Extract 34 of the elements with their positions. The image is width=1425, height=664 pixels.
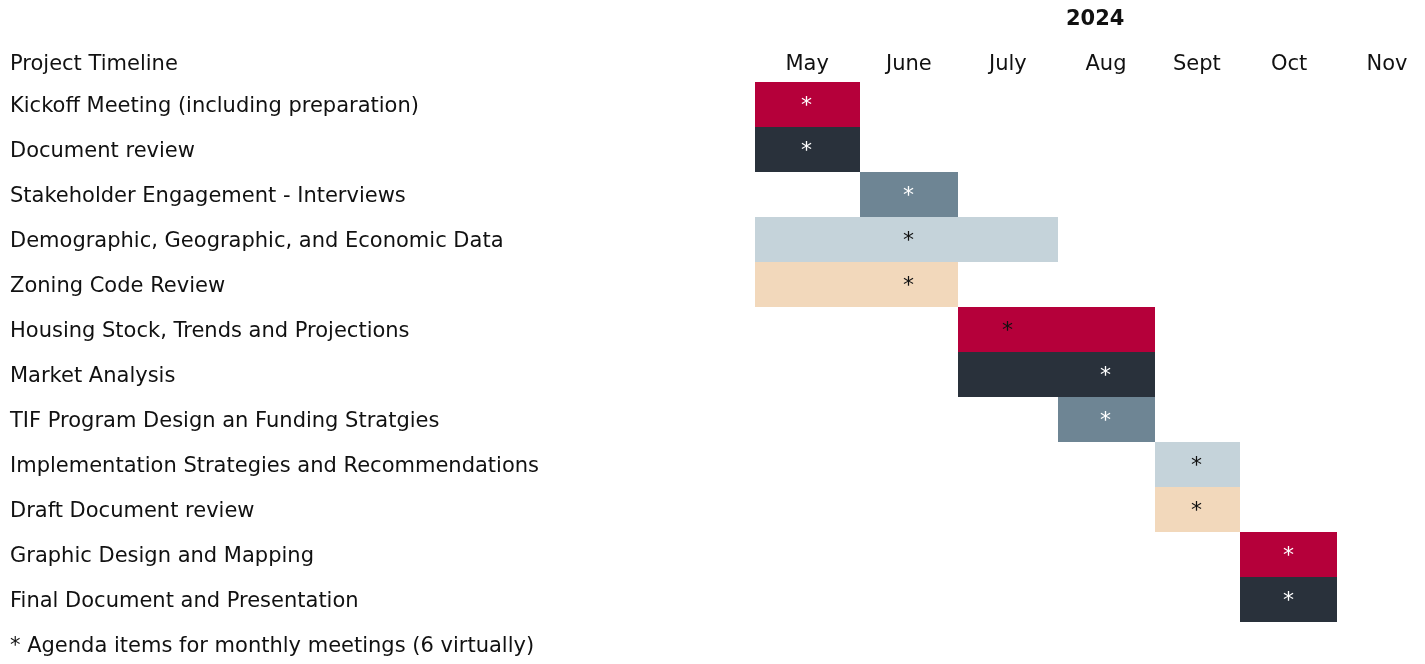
month-label: Nov <box>1366 50 1408 76</box>
gantt-bar: * <box>755 217 1058 262</box>
month-label: Oct <box>1271 50 1308 76</box>
gantt-bar: * <box>1240 577 1337 622</box>
task-label: Demographic, Geographic, and Economic Data <box>10 227 504 253</box>
task-label: TIF Program Design an Funding Stratgies <box>10 407 440 433</box>
task-label: Kickoff Meeting (including preparation) <box>10 92 419 118</box>
gantt-bar: * <box>755 262 958 307</box>
month-label: Aug <box>1085 50 1127 76</box>
task-label: Document review <box>10 137 195 163</box>
month-label: July <box>989 50 1027 76</box>
month-label: Sept <box>1173 50 1221 76</box>
task-label: Draft Document review <box>10 497 255 523</box>
gantt-bar: * <box>1155 487 1240 532</box>
footnote: * Agenda items for monthly meetings (6 virtually) <box>10 632 535 658</box>
month-label: June <box>886 50 932 76</box>
gantt-bar: * <box>958 307 1155 352</box>
gantt-bar: * <box>1155 442 1240 487</box>
task-label: Implementation Strategies and Recommendations <box>10 452 539 478</box>
gantt-bar: * <box>755 127 860 172</box>
task-label: Market Analysis <box>10 362 176 388</box>
gantt-bar: * <box>860 172 958 217</box>
task-label: Zoning Code Review <box>10 272 226 298</box>
task-label: Final Document and Presentation <box>10 587 359 613</box>
task-label: Housing Stock, Trends and Projections <box>10 317 410 343</box>
year-label: 2024 <box>1066 5 1125 31</box>
gantt-bar: * <box>958 352 1155 397</box>
gantt-bar: * <box>755 82 860 127</box>
task-label: Graphic Design and Mapping <box>10 542 314 568</box>
task-label: Stakeholder Engagement - Interviews <box>10 182 406 208</box>
gantt-bar: * <box>1240 532 1337 577</box>
gantt-bar: * <box>1058 397 1155 442</box>
month-label: May <box>785 50 829 76</box>
column-header: Project Timeline <box>10 50 178 76</box>
